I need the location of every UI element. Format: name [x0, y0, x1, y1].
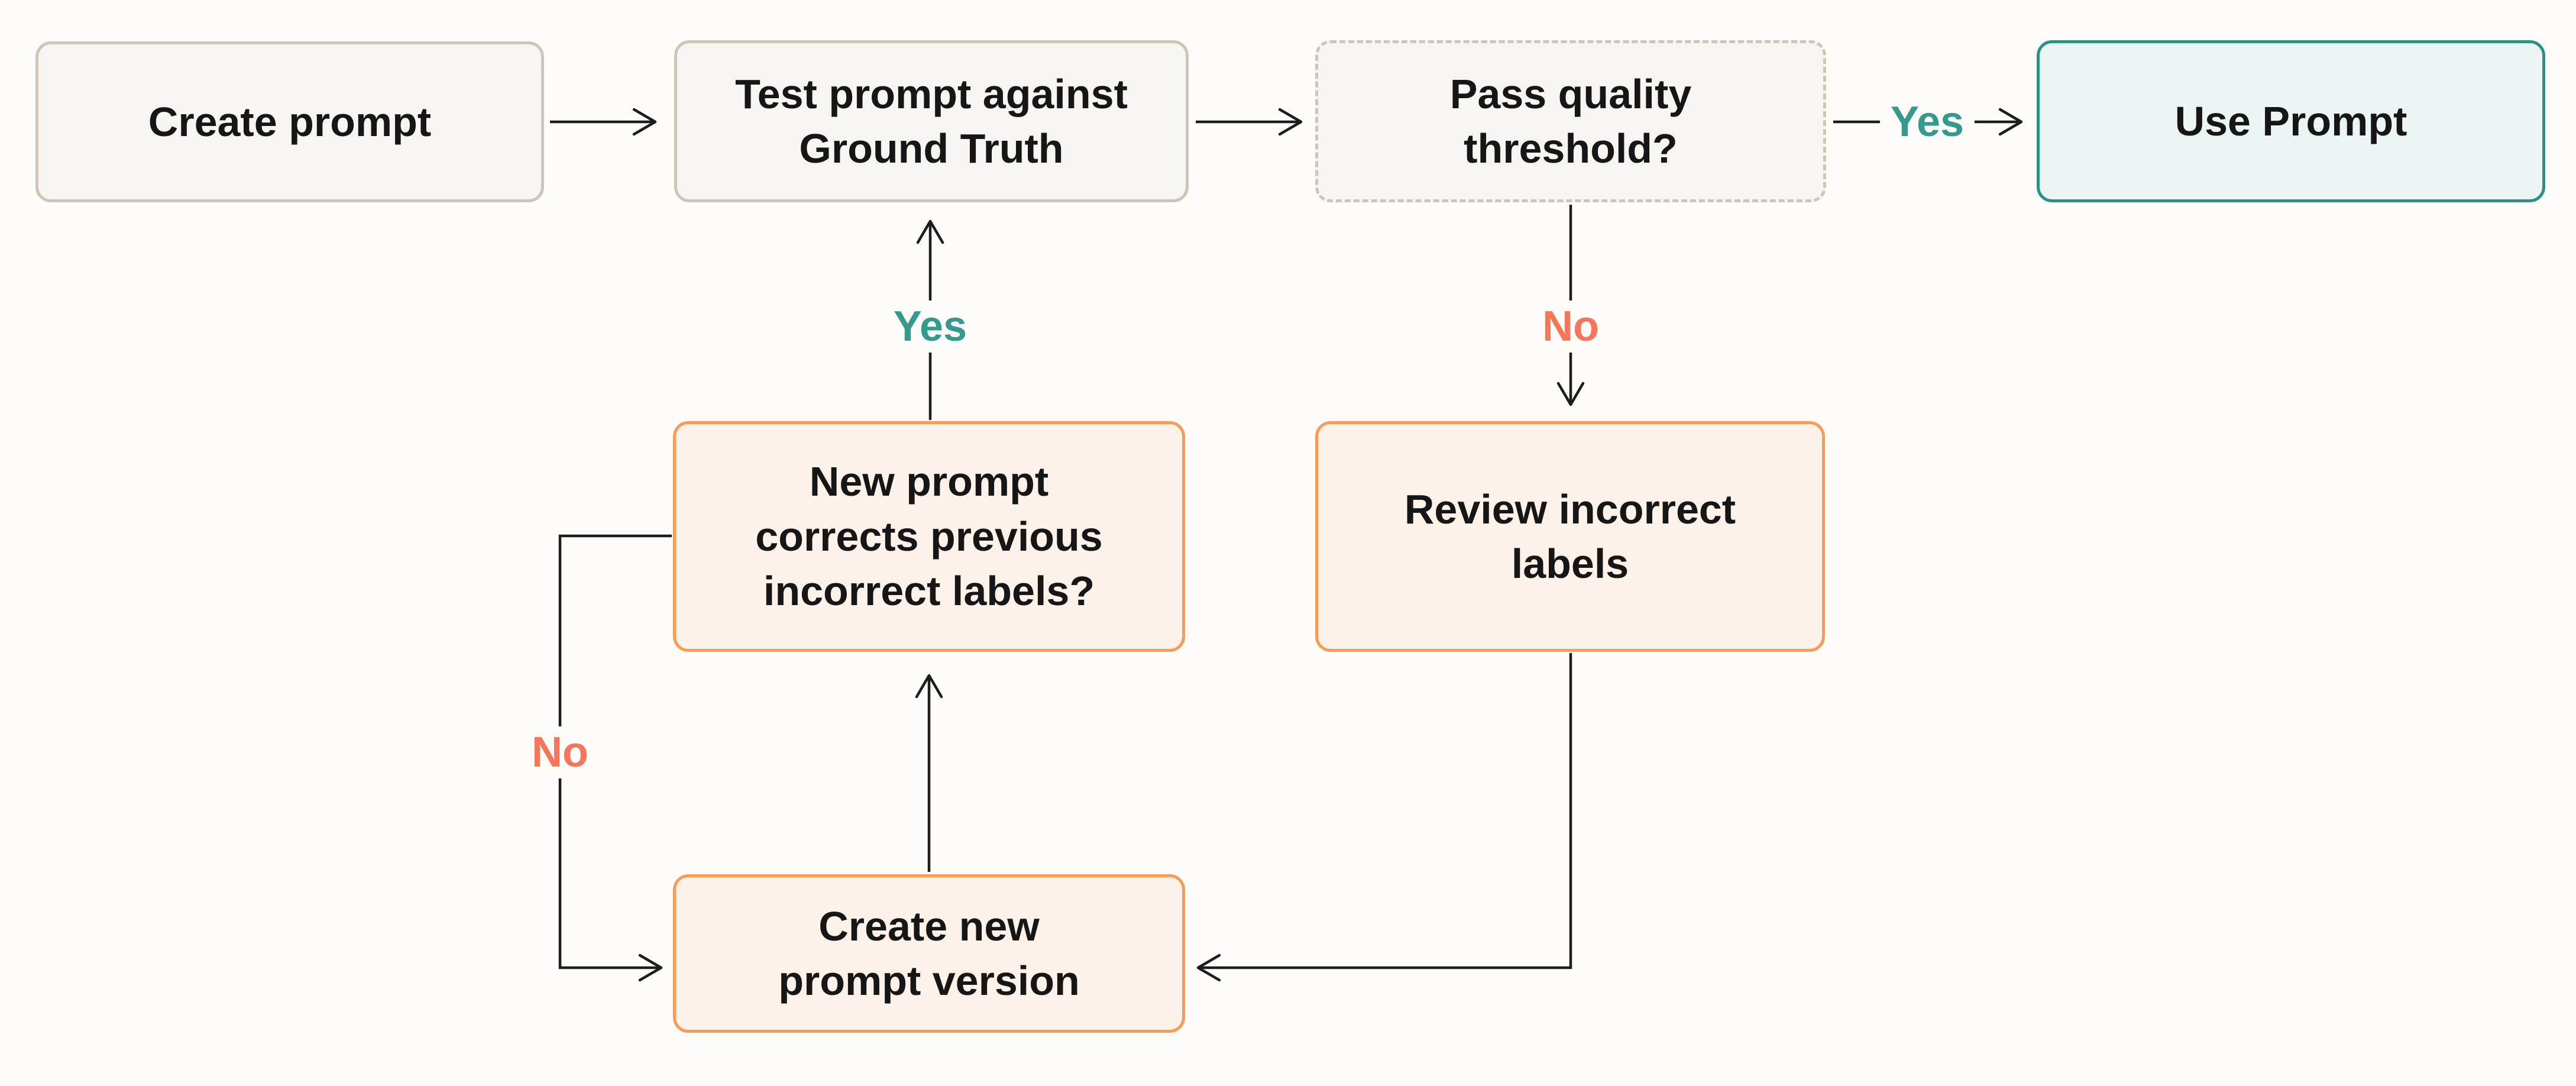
node-use-prompt: Use Prompt	[2037, 40, 2545, 202]
node-review-labels-label: Review incorrect labels	[1404, 486, 1736, 587]
edge-label-yes-use: Yes	[1879, 96, 1975, 148]
node-create-prompt-label: Create prompt	[148, 98, 432, 145]
node-create-prompt: Create prompt	[35, 41, 544, 202]
edge-label-no-loop: No	[521, 726, 599, 778]
node-create-new-version: Create new prompt version	[673, 874, 1185, 1033]
edge-review-to-newversion	[1196, 653, 1572, 982]
node-test-prompt-label: Test prompt against Ground Truth	[735, 70, 1128, 172]
node-create-new-version-label: Create new prompt version	[778, 903, 1080, 1004]
edge-label-no-review: No	[1532, 300, 1610, 353]
node-review-labels: Review incorrect labels	[1315, 421, 1825, 652]
node-pass-threshold-label: Pass quality threshold?	[1449, 70, 1692, 172]
node-new-prompt-corrects-label: New prompt corrects previous incorrect l…	[755, 458, 1103, 615]
node-new-prompt-corrects: New prompt corrects previous incorrect l…	[673, 421, 1185, 652]
node-pass-threshold: Pass quality threshold?	[1315, 40, 1826, 202]
node-test-prompt: Test prompt against Ground Truth	[674, 40, 1189, 202]
node-use-prompt-label: Use Prompt	[2174, 98, 2407, 144]
edge-label-yes-retest: Yes	[882, 300, 978, 353]
